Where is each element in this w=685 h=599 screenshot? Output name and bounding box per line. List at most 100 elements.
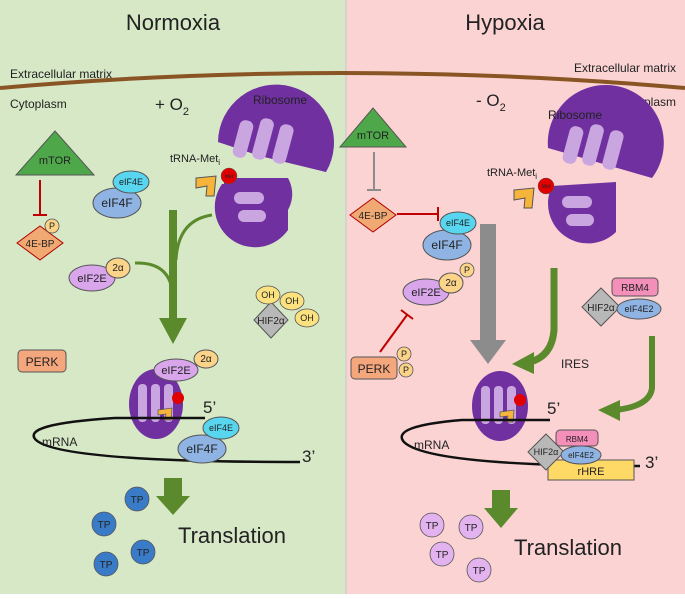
- five-prime-label-normoxia: 5’: [203, 398, 216, 417]
- mtor-icon-hypoxia: [338, 107, 408, 148]
- trna-arrow-curve: [174, 213, 213, 261]
- hif-arrow: [615, 336, 655, 413]
- svg-text:TP: TP: [98, 520, 111, 531]
- ribosome-label-hypoxia: Ribosome: [548, 108, 602, 122]
- phospho-label-hypoxia: P: [464, 265, 470, 275]
- eif2e-icon-b: [153, 358, 199, 382]
- phospho-label-normoxia: P: [49, 221, 55, 231]
- eif4e2-icon-b: [560, 445, 602, 465]
- svg-text:TP: TP: [137, 548, 150, 559]
- perk-inhibit-line: [379, 314, 408, 353]
- svg-text:TP: TP: [465, 523, 478, 534]
- eif2e-label-normoxia: eIF2E: [77, 273, 106, 285]
- mrna-label-hypoxia: mRNA: [414, 438, 449, 452]
- eif4e2-label: eIF4E2: [624, 304, 653, 314]
- translation-label-normoxia: Translation: [178, 523, 286, 548]
- cell-membrane: [0, 71, 685, 90]
- four-ebp-icon-normoxia: [16, 225, 64, 261]
- hif2a-icon-hypoxia: [581, 287, 621, 327]
- oh-label-3: OH: [300, 313, 314, 323]
- three-prime-label-normoxia: 3’: [302, 447, 315, 466]
- perk-phospho-icon-1: [396, 346, 412, 362]
- perk-icon-hypoxia: [350, 356, 398, 380]
- svg-text:TP: TP: [473, 566, 486, 577]
- tp-group-hypoxia: TP TP TP TP: [419, 512, 492, 583]
- oxygen-label-normoxia: + O2: [155, 95, 189, 118]
- translation-arrow-shaft-hypoxia: [492, 490, 510, 508]
- normoxia-title: Normoxia: [126, 10, 221, 35]
- translation-arrowhead-normoxia: [156, 496, 190, 515]
- perk-inhibit-bar: [400, 309, 414, 320]
- svg-text:TP: TP: [426, 521, 439, 532]
- hif2a-label-hypoxia: HIF2α: [587, 303, 615, 314]
- extracellular-label-right: Extracellular matrix: [574, 61, 676, 75]
- two-alpha-label-normoxia: 2α: [112, 263, 124, 274]
- phospho-icon-normoxia: [44, 218, 60, 234]
- extracellular-label-left: Extracellular matrix: [10, 67, 112, 81]
- svg-text:TP: TP: [436, 550, 449, 561]
- perk-icon-normoxia: [17, 349, 67, 373]
- perk-phospho-label-2: P: [403, 365, 409, 375]
- rhre-label: rHRE: [578, 466, 605, 478]
- two-alpha-label-b: 2α: [200, 354, 212, 365]
- cytoplasm-label-left: Cytoplasm: [10, 97, 67, 111]
- four-ebp-label-hypoxia: 4E-BP: [359, 211, 388, 222]
- eif4e-icon-b: [202, 416, 240, 440]
- rbm4-icon: [611, 277, 659, 297]
- four-ebp-icon-hypoxia: [349, 197, 397, 233]
- eif2e-label-hypoxia: eIF2E: [411, 287, 440, 299]
- eif2e-label-b: eIF2E: [161, 365, 190, 377]
- ires-arrowhead: [512, 352, 534, 374]
- ires-arrow: [528, 268, 558, 366]
- oxygen-label-hypoxia: - O2: [476, 91, 506, 114]
- ribosome-on-mrna-hypoxia: [472, 371, 528, 441]
- eif4f-label-normoxia: eIF4F: [101, 196, 132, 210]
- hypoxia-title: Hypoxia: [465, 10, 545, 35]
- met-icon: [220, 167, 238, 185]
- hif-arrowhead: [598, 400, 620, 421]
- rbm4-label-b: RBM4: [566, 435, 589, 444]
- hif2a-label-b: HIF2α: [534, 447, 559, 457]
- svg-text:TP: TP: [131, 495, 144, 506]
- two-alpha-icon-b: [193, 349, 219, 369]
- reduced-initiation-arrow: [480, 224, 496, 342]
- eif4e-label-hypoxia: eIF4E: [446, 218, 470, 228]
- rbm4-label: RBM4: [621, 283, 649, 294]
- three-prime-label-hypoxia: 3’: [645, 453, 658, 472]
- translation-label-hypoxia: Translation: [514, 535, 622, 560]
- translation-arrowhead-hypoxia: [484, 508, 518, 528]
- trna-label-normoxia: tRNA-Meti: [170, 153, 220, 167]
- eif4e-label-normoxia: eIF4E: [119, 177, 143, 187]
- ribosome-hypoxia: [547, 84, 664, 244]
- ribosome-label-normoxia: Ribosome: [253, 93, 307, 107]
- initiation-arrowhead-normoxia: [159, 318, 187, 344]
- eif4e-icon-normoxia: [112, 170, 150, 194]
- oh-label-1: OH: [261, 290, 275, 300]
- trna-icon-hypoxia: [513, 187, 535, 209]
- oh-icon-3: [294, 308, 320, 328]
- hif2a-label-normoxia: HIF2α: [257, 316, 285, 327]
- mtor-label-hypoxia: mTOR: [357, 130, 389, 142]
- ribosome-on-mrna-normoxia: [129, 369, 184, 439]
- oh-label-2: OH: [285, 296, 299, 306]
- met-label-hypoxia: Met: [542, 184, 551, 190]
- perk-phospho-label-1: P: [401, 349, 407, 359]
- two-alpha-icon-normoxia: [105, 257, 131, 279]
- met-icon-hypoxia: [537, 177, 555, 195]
- phospho-icon-hypoxia: [459, 262, 475, 278]
- oh-icon-1: [255, 285, 281, 305]
- ribosome-normoxia: [214, 84, 334, 248]
- eif4e2-icon: [616, 298, 662, 320]
- trna-label-hypoxia: tRNA-Meti: [487, 167, 537, 181]
- hypoxia-panel: [346, 0, 685, 594]
- ires-label: IRES: [561, 357, 589, 371]
- four-ebp-label-normoxia: 4E-BP: [26, 239, 55, 250]
- perk-phospho-icon-2: [398, 362, 414, 378]
- eif4f-label-hypoxia: eIF4F: [431, 238, 462, 252]
- hif2a-icon-normoxia: [253, 301, 289, 339]
- oh-icon-2: [279, 291, 305, 311]
- eif4f-label-b: eIF4F: [186, 442, 217, 456]
- translation-arrow-shaft-normoxia: [164, 478, 182, 496]
- mrna-label-normoxia: mRNA: [42, 435, 77, 449]
